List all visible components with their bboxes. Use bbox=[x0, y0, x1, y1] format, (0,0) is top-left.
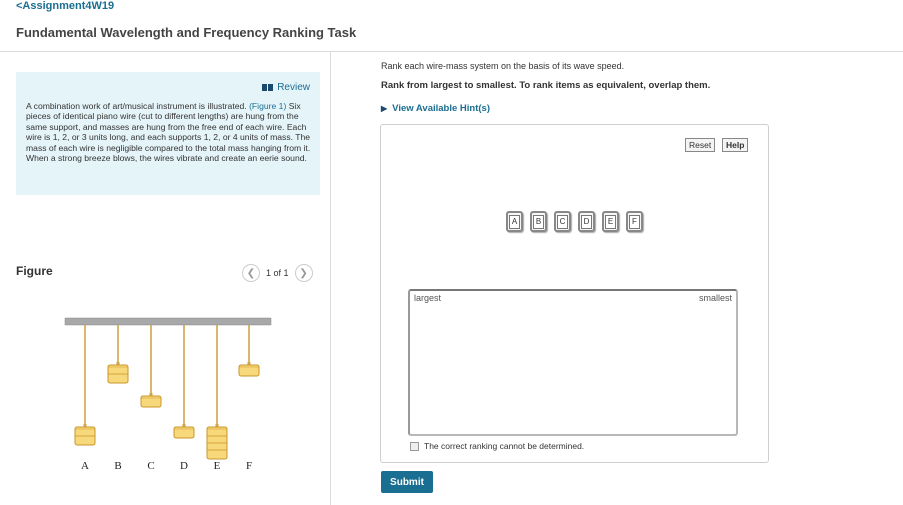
support-bar bbox=[64, 317, 272, 326]
figure-letter-e: E bbox=[213, 460, 221, 472]
review-link[interactable]: Review bbox=[262, 82, 310, 93]
header-divider bbox=[0, 51, 903, 52]
help-button[interactable]: Help bbox=[722, 138, 749, 152]
rank-item-b[interactable]: B bbox=[530, 211, 547, 232]
column-divider bbox=[330, 52, 331, 505]
book-icon bbox=[262, 84, 274, 91]
figure-letter-a: A bbox=[81, 460, 89, 472]
figure-link[interactable]: (Figure 1) bbox=[249, 101, 287, 111]
problem-text-body: Six pieces of identical piano wire (cut … bbox=[26, 101, 311, 164]
figure-heading: Figure bbox=[16, 264, 53, 278]
caret-right-icon: ▶ bbox=[381, 104, 388, 113]
back-to-assignment-link[interactable]: <Assignment4W19 bbox=[16, 0, 115, 12]
problem-text-intro: A combination work of art/musical instru… bbox=[26, 101, 250, 111]
cannot-determine-checkbox[interactable] bbox=[410, 441, 419, 451]
mass-stack-c bbox=[140, 395, 162, 408]
rank-item-tray: A B C D E F bbox=[506, 211, 643, 232]
page-title: Fundamental Wavelength and Frequency Ran… bbox=[16, 25, 357, 40]
wire-hook bbox=[149, 393, 153, 397]
chevron-left-icon[interactable]: ❮ bbox=[242, 264, 260, 282]
submit-button[interactable]: Submit bbox=[381, 471, 433, 493]
pager-count: 1 of 1 bbox=[266, 268, 289, 278]
mass-stack-f bbox=[238, 364, 260, 377]
hint-label: View Available Hint(s) bbox=[392, 103, 490, 114]
figure-letter-f: F bbox=[245, 460, 253, 472]
view-hints-link[interactable]: ▶ View Available Hint(s) bbox=[381, 103, 490, 114]
wire-hook bbox=[215, 424, 219, 428]
wire-hook bbox=[116, 362, 120, 366]
smallest-label: smallest bbox=[698, 293, 732, 303]
reset-button[interactable]: Reset bbox=[685, 138, 716, 152]
problem-text: A combination work of art/musical instru… bbox=[26, 101, 312, 163]
figure-pager: ❮ 1 of 1 ❯ bbox=[242, 264, 313, 282]
problem-statement-box: Review A combination work of art/musical… bbox=[16, 72, 320, 195]
wire-mass-figure bbox=[64, 317, 272, 460]
ranking-drop-zone[interactable]: largest smallest bbox=[408, 289, 738, 436]
chevron-right-icon[interactable]: ❯ bbox=[294, 264, 313, 282]
cannot-determine-label: The correct ranking cannot be determined… bbox=[424, 441, 585, 451]
figure-letter-c: C bbox=[147, 460, 155, 472]
review-label: Review bbox=[277, 82, 310, 93]
rank-item-a[interactable]: A bbox=[506, 211, 523, 232]
cannot-determine-option: The correct ranking cannot be determined… bbox=[410, 441, 584, 451]
rank-item-e[interactable]: E bbox=[602, 211, 619, 232]
wire-hook bbox=[83, 424, 87, 428]
rank-item-c[interactable]: C bbox=[554, 211, 571, 232]
ranking-panel: Reset Help A B C D E F largest smallest … bbox=[380, 124, 769, 463]
task-instruction: Rank each wire-mass system on the basis … bbox=[381, 61, 625, 71]
largest-label: largest bbox=[414, 293, 442, 303]
ranking-rule: Rank from largest to smallest. To rank i… bbox=[381, 80, 711, 91]
rank-item-f[interactable]: F bbox=[626, 211, 643, 232]
figure-letter-b: B bbox=[114, 460, 122, 472]
mass-stack-d bbox=[173, 426, 195, 439]
wire-hook bbox=[182, 424, 186, 428]
wire-hook bbox=[247, 362, 251, 366]
rank-item-d[interactable]: D bbox=[578, 211, 595, 232]
figure-letter-d: D bbox=[180, 460, 188, 472]
